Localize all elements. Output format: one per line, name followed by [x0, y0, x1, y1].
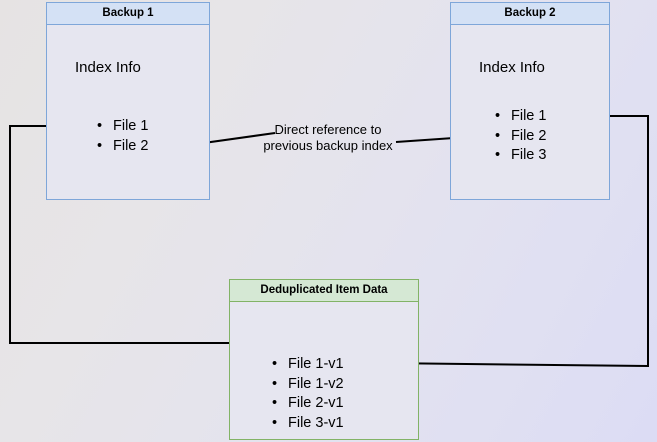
- list-item: File 3: [495, 146, 546, 166]
- direct-reference-label-line-1: Direct reference to: [274, 122, 382, 137]
- backup-1-body: Index Info File 1 File 2: [47, 25, 209, 199]
- backup-1-index-title: Index Info: [75, 59, 141, 76]
- list-item: File 1: [495, 107, 546, 127]
- backup-1-box: Backup 1 Index Info File 1 File 2: [46, 2, 210, 200]
- list-item: File 2: [97, 137, 148, 157]
- backup-2-body: Index Info File 1 File 2 File 3: [451, 25, 609, 199]
- direct-reference-label-line-2: previous backup index: [263, 138, 393, 153]
- backup-1-file-list: File 1 File 2: [97, 117, 148, 156]
- deduplicated-file-list: File 1-v1 File 1-v2 File 2-v1 File 3-v1: [272, 355, 344, 433]
- list-item: File 2: [495, 127, 546, 147]
- deduplicated-item-data-body: File 1-v1 File 1-v2 File 2-v1 File 3-v1: [230, 302, 418, 439]
- deduplicated-item-data-box: Deduplicated Item Data File 1-v1 File 1-…: [229, 279, 419, 440]
- backup-2-index-title: Index Info: [479, 59, 545, 76]
- backup-2-box: Backup 2 Index Info File 1 File 2 File 3: [450, 2, 610, 200]
- list-item: File 1-v1: [272, 355, 344, 375]
- list-item: File 1: [97, 117, 148, 137]
- direct-reference-label: Direct reference to previous backup inde…: [248, 122, 408, 154]
- list-item: File 3-v1: [272, 414, 344, 434]
- deduplicated-item-data-header: Deduplicated Item Data: [230, 280, 418, 302]
- list-item: File 1-v2: [272, 375, 344, 395]
- backup-2-file-list: File 1 File 2 File 3: [495, 107, 546, 166]
- backup-1-header: Backup 1: [47, 3, 209, 25]
- backup-2-header: Backup 2: [451, 3, 609, 25]
- list-item: File 2-v1: [272, 394, 344, 414]
